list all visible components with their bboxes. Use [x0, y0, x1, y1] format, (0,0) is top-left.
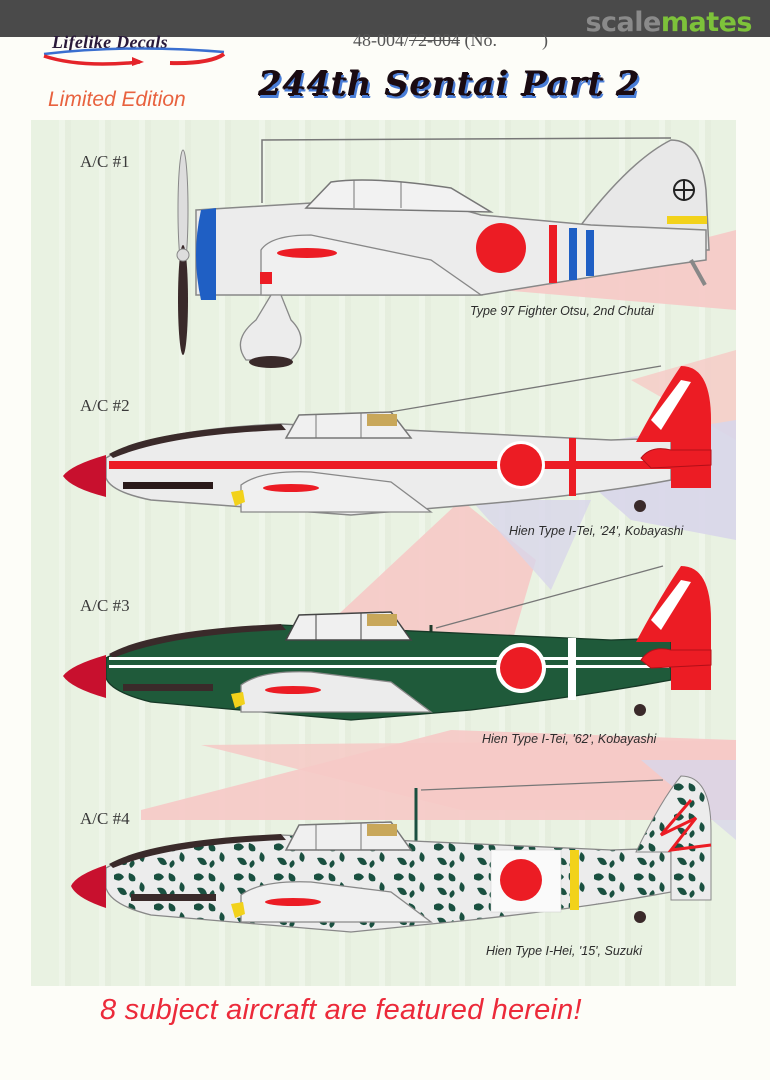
aircraft-4-label: A/C #4: [80, 809, 130, 828]
aircraft-2-label: A/C #2: [80, 396, 130, 415]
brand-logo: Lifelike Decals: [40, 30, 230, 70]
aircraft-1-label: A/C #1: [80, 152, 130, 171]
brand-swoosh-icon: [43, 47, 226, 66]
catalog-number: 48-004/72-004 (No. ): [353, 30, 548, 50]
aircraft-2-caption: Hien Type I-Tei, '24', Kobayashi: [509, 524, 684, 538]
page-title: 244th Sentai Part 2: [258, 64, 640, 104]
brand-name: Lifelike Decals: [52, 32, 168, 52]
scalemates-logo[interactable]: scalemates: [585, 7, 752, 38]
aircraft-1-caption: Type 97 Fighter Otsu, 2nd Chutai: [470, 304, 654, 318]
aircraft-4-profile: [71, 775, 712, 933]
aircraft-4-caption: Hien Type I-Hei, '15', Suzuki: [486, 944, 642, 958]
aircraft-3-caption: Hien Type I-Tei, '62', Kobayashi: [482, 732, 657, 746]
aircraft-3-label: A/C #3: [80, 596, 130, 615]
aircraft-2-profile: [63, 365, 712, 516]
edition-label: Limited Edition: [48, 88, 186, 111]
profiles-panel: A/C #1 Type: [31, 120, 736, 986]
tagline: 8 subject aircraft are featured herein!: [100, 994, 582, 1026]
aircraft-1-profile: [176, 137, 710, 368]
watermark-bar: scalemates: [0, 0, 770, 38]
aircraft-3-profile: [63, 565, 712, 721]
